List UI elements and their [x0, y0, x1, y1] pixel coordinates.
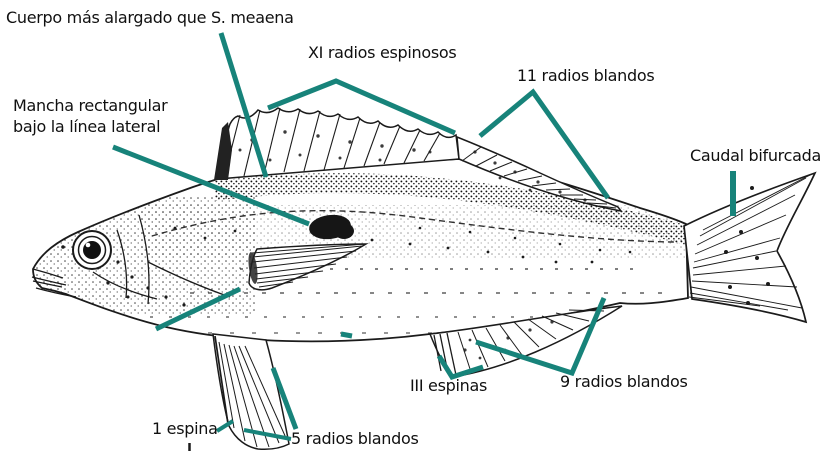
caudal-rays	[688, 173, 813, 311]
pointer-pelvic-soft-a	[270, 367, 299, 430]
eye-ring	[77, 235, 107, 265]
mouth	[31, 268, 77, 298]
pointer-anal-spines	[436, 354, 484, 380]
dorsal-soft-rays-lines	[461, 146, 617, 209]
dorsal-fin-speckles	[238, 130, 432, 162]
nostril	[61, 245, 65, 249]
anal-fin	[428, 305, 623, 378]
pelvic-spine-line	[214, 335, 229, 425]
pointer-pectoral	[154, 286, 242, 332]
pectoral-fin-base	[248, 252, 258, 284]
pointer-blotch	[112, 144, 310, 227]
soft-dorsal-speckles	[473, 150, 587, 202]
belly-tick	[340, 331, 353, 339]
fish-head	[31, 214, 231, 305]
back-stipple-band	[215, 173, 688, 246]
flank-stipple	[140, 205, 685, 260]
pectoral-rays	[251, 243, 366, 288]
pointer-dorsal-soft	[478, 88, 611, 200]
pointer-lines	[112, 32, 736, 451]
pectoral-fin	[248, 243, 369, 291]
dorsal-fin-soft	[456, 135, 623, 213]
dorsal-fin-spiny	[214, 107, 460, 180]
pointer-pelvic-soft-b	[243, 428, 292, 441]
pelvic-rays	[218, 341, 287, 448]
eye-pupil	[83, 241, 101, 259]
pointer-pelvic-spine	[215, 419, 235, 433]
dorsal-front-dark-cluster	[214, 122, 232, 180]
eye-highlight	[85, 242, 91, 248]
caudal-fin	[683, 171, 817, 324]
pointer-body-shape	[218, 32, 269, 178]
pointer-dorsal-spiny	[267, 78, 457, 136]
pointer-anal-soft	[475, 297, 607, 377]
gill-cover-lines	[92, 214, 231, 305]
rectangular-blotch	[309, 214, 354, 240]
lateral-line	[151, 209, 675, 243]
fish-body	[32, 158, 689, 343]
